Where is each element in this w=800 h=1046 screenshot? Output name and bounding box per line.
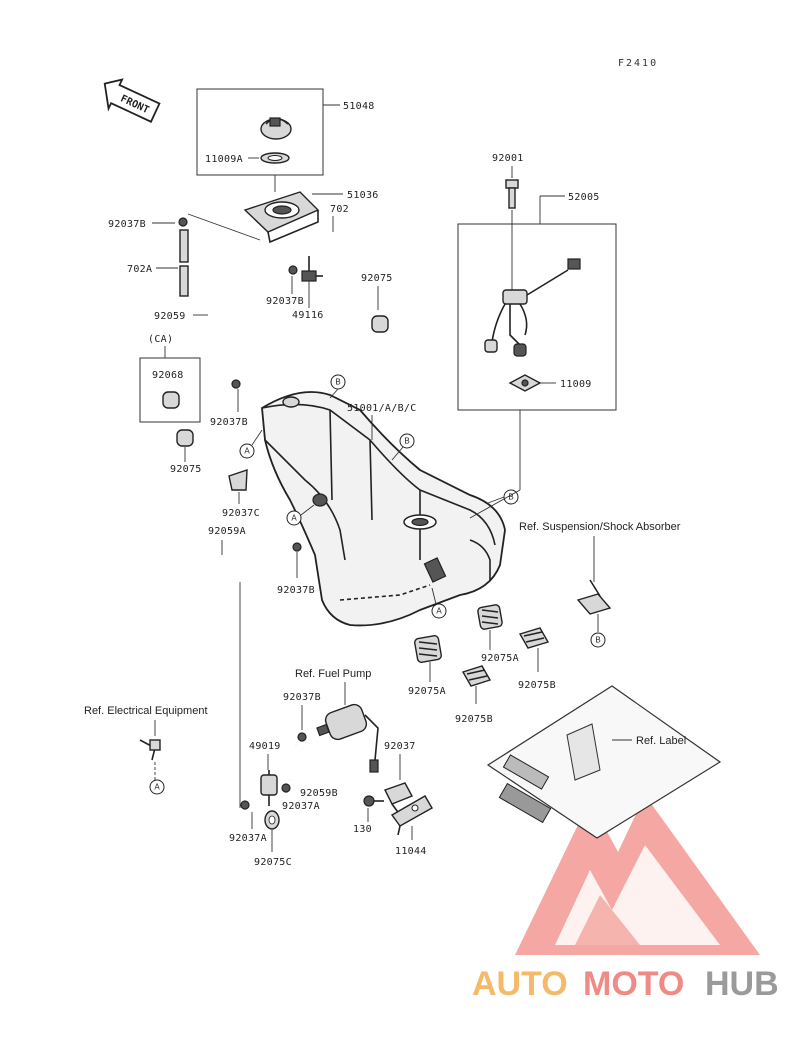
ca-box [139, 357, 201, 423]
fuel-cap [260, 117, 292, 140]
label-92075B-right: 92075B [518, 680, 556, 691]
label-92075C: 92075C [254, 857, 292, 868]
label-92037B-low: 92037B [277, 585, 315, 596]
label-51036: 51036 [347, 190, 379, 201]
label-92059B: 92059B [300, 788, 338, 799]
marker-B-tank-top: B [330, 374, 346, 390]
label-92059A: 92059A [208, 526, 246, 537]
fuel-cock-box [457, 223, 617, 411]
watermark-logo [515, 795, 760, 955]
label-49019: 49019 [249, 741, 281, 752]
label-130: 130 [353, 824, 372, 835]
label-92075A-left: 92075A [408, 686, 446, 697]
svg-text:B: B [508, 493, 513, 502]
clip-92037A-lower [240, 800, 250, 810]
label-92059: 92059 [154, 311, 186, 322]
cap-box [196, 88, 324, 176]
ref-electrical: Ref. Electrical Equipment [84, 705, 208, 717]
label-sheet [486, 685, 722, 839]
svg-text:A: A [291, 514, 297, 523]
svg-text:B: B [404, 437, 409, 446]
label-92075-top: 92075 [361, 273, 393, 284]
marker-B-suspension: B [590, 632, 606, 648]
warning-label-2 [498, 782, 552, 824]
plug-92075-top [371, 315, 389, 333]
gasket-11009A [260, 152, 290, 164]
plug-92068 [162, 391, 180, 409]
ref-suspension: Ref. Suspension/Shock Absorber [519, 521, 681, 533]
damper-92075A-right [477, 604, 503, 630]
bracket-11044 [390, 795, 433, 836]
label-92037: 92037 [384, 741, 416, 752]
label-92068: 92068 [152, 370, 184, 381]
clip-92037B-low [292, 542, 302, 552]
marker-A-tank-left: A [239, 443, 255, 459]
label-702A: 702A [127, 264, 152, 275]
label-92037C: 92037C [222, 508, 260, 519]
clip-92037B-pump [297, 732, 307, 742]
bracket-suspension [576, 579, 612, 615]
gasket-11009 [508, 374, 542, 392]
label-92037B-mid: 92037B [266, 296, 304, 307]
hose-702A-upper [179, 229, 189, 263]
clip-92037B-top [178, 217, 188, 227]
marker-A-tank-bottom: A [431, 603, 447, 619]
label-92037A-lower: 92037A [229, 833, 267, 844]
bolt-130 [363, 795, 384, 807]
svg-text:B: B [335, 378, 340, 387]
svg-text:A: A [436, 607, 442, 616]
label-92075-left: 92075 [170, 464, 202, 475]
damper-92075B-right [518, 627, 550, 649]
label-702: 702 [330, 204, 349, 215]
label-49116: 49116 [292, 310, 324, 321]
label-92037B-tank: 92037B [210, 417, 248, 428]
damper-92075A-left [414, 635, 442, 663]
clip-92037A-upper [281, 783, 291, 793]
hose-702A-lower [179, 265, 189, 297]
label-11009: 11009 [560, 379, 592, 390]
label-51048: 51048 [343, 101, 375, 112]
damper-92075B-left [461, 665, 492, 687]
label-11044: 11044 [395, 846, 427, 857]
label-CA: (CA) [148, 334, 173, 345]
cap-base [243, 191, 320, 244]
ref-label: Ref. Label [636, 735, 686, 747]
front-arrow: FRONT [103, 78, 161, 123]
marker-B-tank-mid: B [399, 433, 415, 449]
svg-text:B: B [595, 636, 600, 645]
svg-text:A: A [244, 447, 250, 456]
watermark-auto: AUTO [472, 965, 568, 1003]
label-11009A: 11009A [205, 154, 243, 165]
fuel-filter-49019 [260, 770, 278, 806]
bolt-92001 [505, 179, 519, 209]
grommet-92075C [264, 810, 280, 830]
connector-electrical [139, 739, 161, 761]
watermark-hub: HUB [705, 965, 779, 1003]
clip-92037B-tank [231, 379, 241, 389]
marker-A-electrical: A [149, 779, 165, 795]
label-92075A-right: 92075A [481, 653, 519, 664]
label-92037B-top: 92037B [108, 219, 146, 230]
watermark-moto: MOTO [583, 965, 684, 1003]
fuel-pump [316, 703, 379, 773]
label-92075B-left: 92075B [455, 714, 493, 725]
marker-A-tank-mid: A [286, 510, 302, 526]
clip-92037B-mid [288, 265, 298, 275]
clamp-92037C [228, 469, 248, 491]
plug-92075-left [176, 429, 194, 447]
ref-fuel-pump: Ref. Fuel Pump [295, 668, 371, 680]
label-51001: 51001/A/B/C [347, 403, 417, 414]
label-92037B-pump: 92037B [283, 692, 321, 703]
label-92037A-upper: 92037A [282, 801, 320, 812]
watermark-text: AUTO MOTO HUB [472, 965, 779, 1003]
valve-49116 [301, 256, 323, 282]
fuel-cock-52005 [484, 258, 581, 357]
warning-label-1 [502, 754, 550, 790]
svg-text:A: A [154, 783, 160, 792]
label-92001: 92001 [492, 153, 524, 164]
diagram-code: F2410 [618, 58, 658, 69]
label-52005: 52005 [568, 192, 600, 203]
fuel-tank [261, 391, 506, 627]
